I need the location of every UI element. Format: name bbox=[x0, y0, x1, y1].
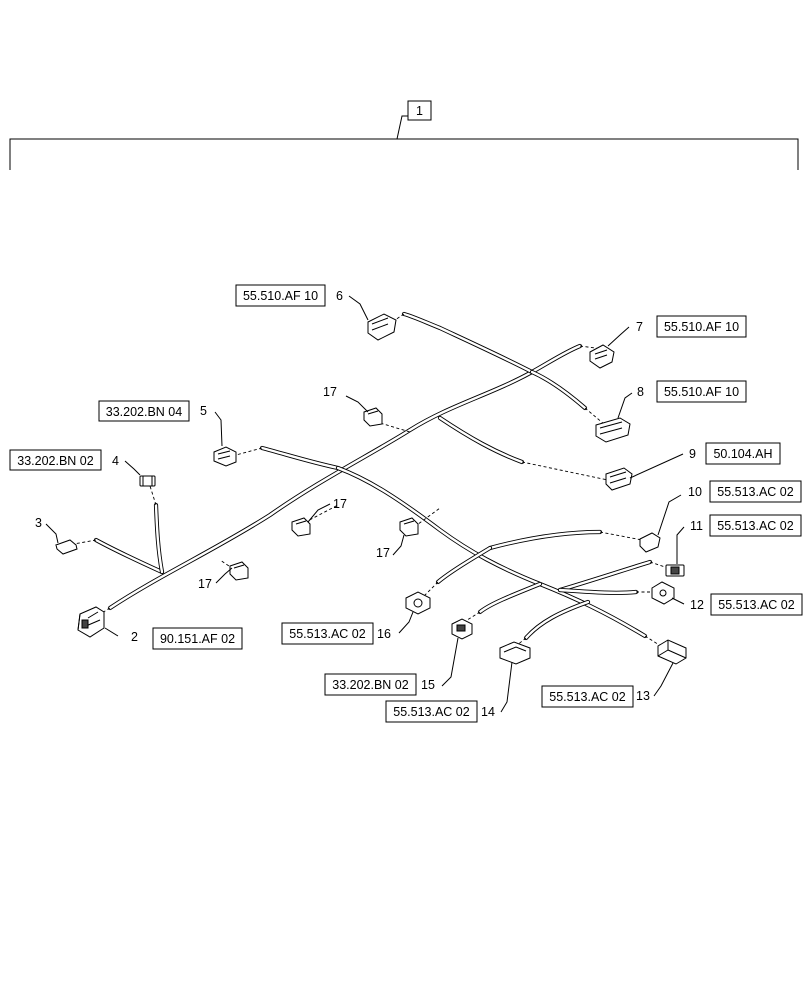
callout-3-number: 3 bbox=[35, 516, 42, 530]
callout-17d-number: 17 bbox=[198, 577, 212, 591]
callout-17a-number: 17 bbox=[323, 385, 337, 399]
dashed-lead-3 bbox=[149, 485, 157, 506]
callout-9-number: 9 bbox=[689, 447, 696, 461]
dashed-lead-7 bbox=[584, 407, 605, 425]
callout-4-number: 4 bbox=[112, 454, 119, 468]
dashed-lead-14 bbox=[463, 611, 481, 623]
callout-15-number: 15 bbox=[421, 678, 435, 692]
clip-17b-icon bbox=[291, 517, 311, 537]
callout-17b-number: 17 bbox=[333, 497, 347, 511]
ref-box-11: 55.513.AC 02 bbox=[717, 519, 793, 533]
wire-segment-7-core bbox=[260, 446, 340, 470]
connector-10-icon bbox=[639, 532, 661, 553]
callout-5-number: 5 bbox=[200, 404, 207, 418]
wire-segment-9 bbox=[487, 529, 603, 551]
wire-segment-6-core bbox=[154, 503, 164, 574]
ref-box-9: 50.104.AH bbox=[713, 447, 772, 461]
callout-7-number: 7 bbox=[636, 320, 643, 334]
connector-2-icon bbox=[77, 606, 105, 638]
dashed-lead-1 bbox=[99, 607, 111, 615]
wire-segment-4-core bbox=[438, 416, 524, 464]
callout-11-number: 11 bbox=[690, 519, 703, 533]
callouts: 2 3 4 5 6 7 8 9 10 11 12 13 14 15 16 17 … bbox=[9, 284, 803, 723]
callout-6-number: 6 bbox=[336, 289, 343, 303]
clip-17a-icon bbox=[363, 407, 383, 427]
ref-box-4: 33.202.BN 02 bbox=[17, 454, 93, 468]
ref-box-13: 55.513.AC 02 bbox=[549, 690, 625, 704]
connector-8-icon bbox=[595, 417, 631, 443]
dashed-lead-19 bbox=[219, 559, 239, 573]
wire-segment-12-core bbox=[558, 588, 638, 595]
dashed-lead-15 bbox=[423, 581, 439, 597]
ref-box-7: 55.510.AF 10 bbox=[664, 320, 739, 334]
dashed-lead-10 bbox=[649, 561, 669, 569]
assembly-bracket: 1 bbox=[9, 100, 799, 170]
assembly-item-box bbox=[407, 100, 432, 121]
connector-11-icon bbox=[665, 564, 685, 577]
connector-7-icon bbox=[589, 344, 615, 369]
callout-14-number: 14 bbox=[481, 705, 495, 719]
connector-3-icon bbox=[55, 539, 78, 555]
dashed-lead-2 bbox=[73, 539, 97, 545]
ref-box-12: 55.513.AC 02 bbox=[718, 598, 794, 612]
wire-segment-11-core bbox=[558, 560, 652, 592]
callout-13-number: 13 bbox=[636, 689, 650, 703]
clip-17d-icon bbox=[229, 561, 249, 581]
assembly-item-number: 1 bbox=[416, 104, 423, 118]
connector-14-icon bbox=[499, 641, 531, 665]
wire-leads bbox=[73, 313, 669, 649]
dashed-lead-13 bbox=[515, 637, 527, 647]
connector-9-icon bbox=[605, 467, 633, 491]
ref-box-5: 33.202.BN 04 bbox=[106, 405, 182, 419]
connector-13-icon bbox=[657, 639, 687, 665]
connector-parts bbox=[55, 313, 687, 665]
ref-box-6: 55.510.AF 10 bbox=[243, 289, 318, 303]
callout-8-number: 8 bbox=[637, 385, 644, 399]
dashed-lead-8 bbox=[521, 461, 609, 481]
wire-harness bbox=[93, 311, 653, 641]
wire-segment-9-core bbox=[488, 530, 602, 550]
connector-5-icon bbox=[213, 446, 237, 467]
wire-segment-8-core bbox=[336, 466, 647, 638]
callout-17c-number: 17 bbox=[376, 546, 390, 560]
ref-box-2: 90.151.AF 02 bbox=[160, 632, 235, 646]
connector-4-icon bbox=[139, 475, 156, 487]
callout-12-number: 12 bbox=[690, 598, 704, 612]
wire-segment-14-core bbox=[524, 600, 590, 640]
ref-box-15: 33.202.BN 02 bbox=[332, 678, 408, 692]
connector-15-icon bbox=[451, 618, 473, 640]
wire-segment-2-core bbox=[402, 312, 534, 374]
wire-segment-13-core bbox=[478, 582, 542, 614]
callout-10-number: 10 bbox=[688, 485, 702, 499]
callout-leaders bbox=[45, 295, 685, 713]
callout-2-number: 2 bbox=[131, 630, 138, 644]
connector-12-icon bbox=[651, 581, 675, 605]
wire-segment-14 bbox=[523, 599, 591, 641]
ref-box-10: 55.513.AC 02 bbox=[717, 485, 793, 499]
callout-16-number: 16 bbox=[377, 627, 391, 641]
wire-segment-5-core bbox=[94, 538, 164, 574]
ref-box-8: 55.510.AF 10 bbox=[664, 385, 739, 399]
connector-6-icon bbox=[367, 313, 397, 341]
dashed-lead-9 bbox=[599, 531, 643, 541]
connector-16-icon bbox=[405, 591, 431, 615]
ref-box-16: 55.513.AC 02 bbox=[289, 627, 365, 641]
wire-segment-3-core bbox=[530, 370, 587, 410]
wire-segment-10-core bbox=[436, 546, 492, 584]
ref-box-14: 55.513.AC 02 bbox=[393, 705, 469, 719]
dashed-lead-4 bbox=[235, 447, 263, 456]
clip-17c-icon bbox=[399, 517, 419, 537]
